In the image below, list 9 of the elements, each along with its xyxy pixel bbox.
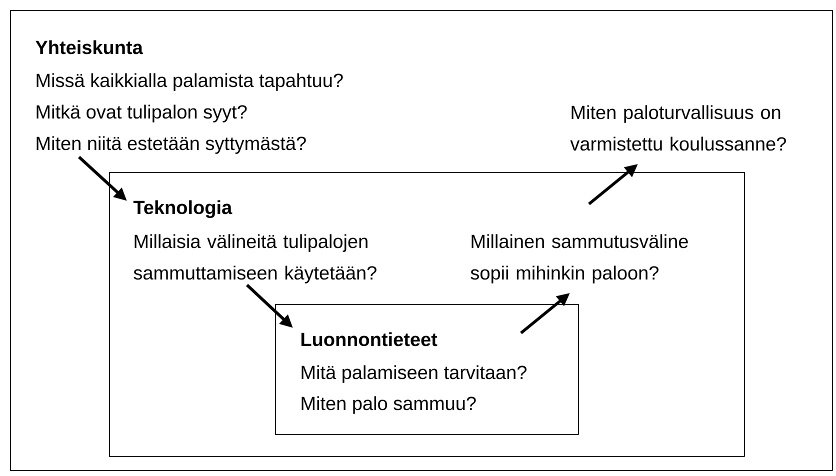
question-text: Millaisia välineitä tulipalojen sammuttamiseen käytetään? [134, 234, 376, 284]
heading: Luonnontieteet [301, 332, 438, 346]
question-text: Miten paloturvallisuus on varmistettu koulussanne? [570, 105, 786, 151]
question-text: Missä kaikkialla palamista tapahtuu? Mitkä ovat tulipalon syyt? Miten niitä estetään syttymästä? [36, 73, 343, 154]
question-text: Miten palo sammuu? [302, 396, 476, 414]
question-text: Mitä palamiseen tarvitaan? [302, 365, 526, 383]
heading: Teknologia [133, 200, 232, 218]
heading: Yhteiskunta [36, 40, 144, 54]
question-text: Millainen sammutusväline sopii mihinkin paloon? [470, 234, 688, 284]
